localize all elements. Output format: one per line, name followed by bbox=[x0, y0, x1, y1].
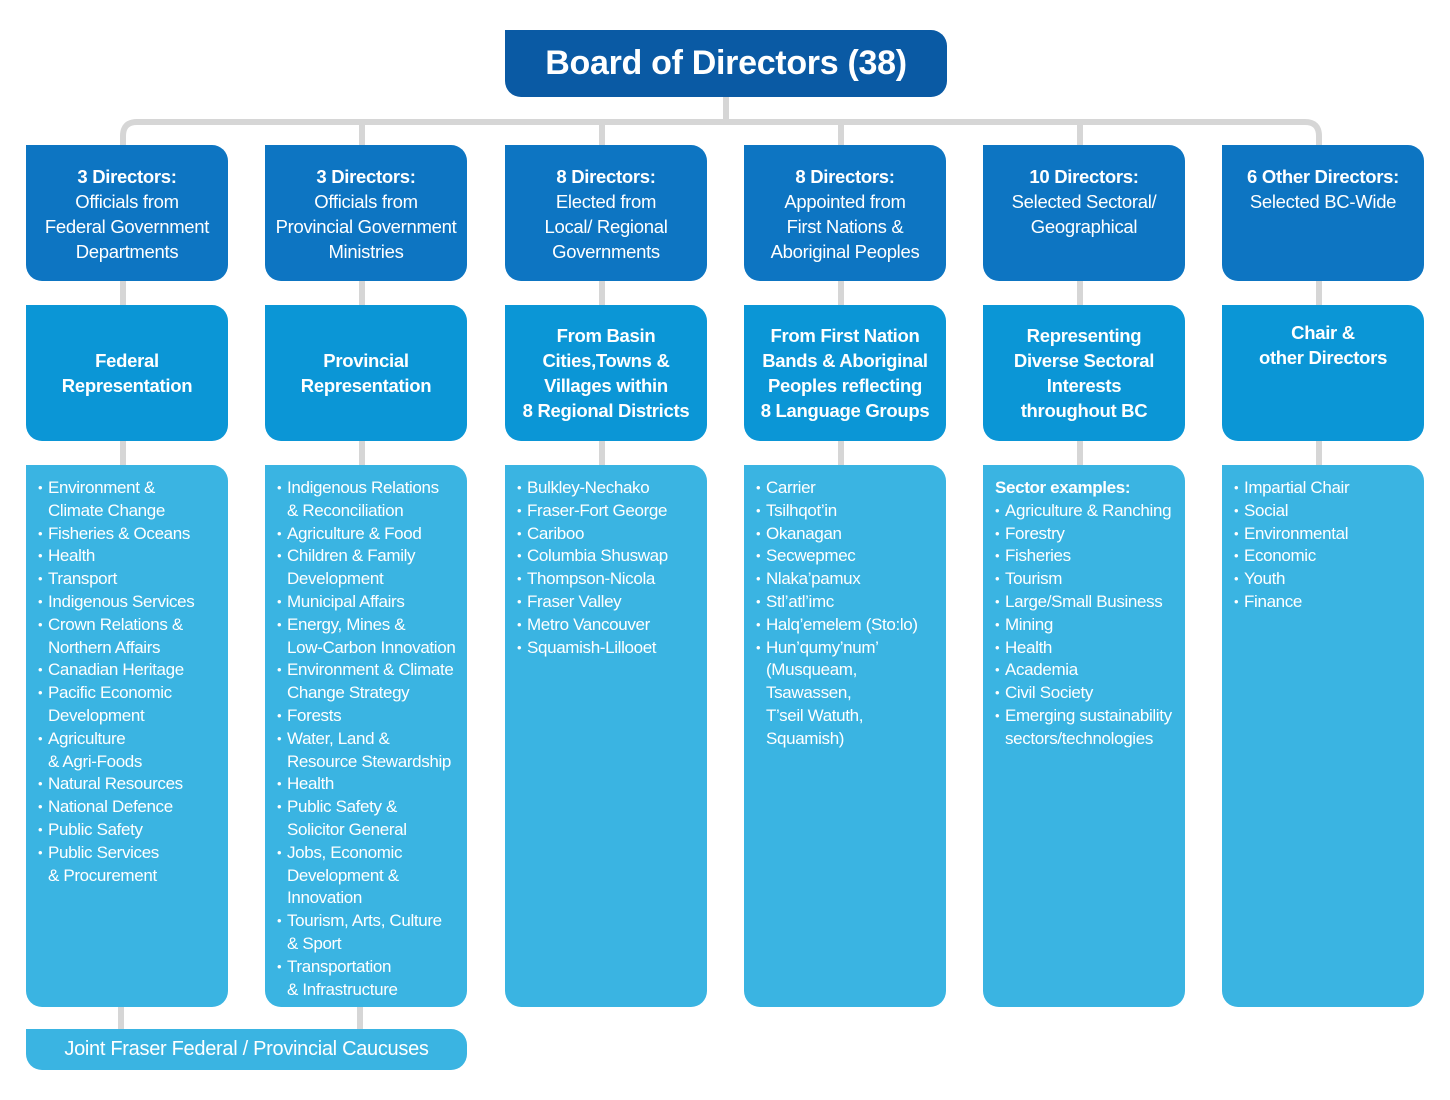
list-item: Nlaka’pamux bbox=[756, 568, 940, 591]
directors-box-1: 3 Directors: Officials from Federal Gover… bbox=[26, 145, 228, 281]
directors-box-3: 8 Directors: Elected from Local/ Regional… bbox=[505, 145, 707, 281]
list-item: Carrier bbox=[756, 477, 940, 500]
list-item: Squamish-Lillooet bbox=[517, 637, 701, 660]
list-item: Canadian Heritage bbox=[38, 659, 222, 682]
list-item: Fraser-Fort George bbox=[517, 500, 701, 523]
directors-heading: 3 Directors: bbox=[316, 166, 416, 187]
members-list: Environment & Climate ChangeFisheries & … bbox=[38, 477, 222, 887]
list-item: Agriculture & Food bbox=[277, 523, 461, 546]
list-item: Tourism, Arts, Culture & Sport bbox=[277, 910, 461, 956]
directors-heading: 6 Other Directors: bbox=[1247, 166, 1399, 187]
members-list: Indigenous Relations & ReconciliationAgr… bbox=[277, 477, 461, 1001]
directors-description: Appointed from First Nations & Aborigina… bbox=[770, 191, 920, 262]
list-item: Fisheries bbox=[995, 545, 1179, 568]
list-item: Emerging sustainability sectors/technolo… bbox=[995, 705, 1179, 751]
directors-box-5: 10 Directors: Selected Sectoral/ Geograph… bbox=[983, 145, 1185, 281]
directors-box-2: 3 Directors: Officials from Provincial Go… bbox=[265, 145, 467, 281]
list-item: Municipal Affairs bbox=[277, 591, 461, 614]
list-item: Tsilhqot’in bbox=[756, 500, 940, 523]
list-item: Large/Small Business bbox=[995, 591, 1179, 614]
list-item: Stl’atl’imc bbox=[756, 591, 940, 614]
list-item: Secwepmec bbox=[756, 545, 940, 568]
list-item: Fisheries & Oceans bbox=[38, 523, 222, 546]
list-item: Health bbox=[277, 773, 461, 796]
directors-heading: 10 Directors: bbox=[1029, 166, 1139, 187]
list-item: Public Services & Procurement bbox=[38, 842, 222, 888]
list-item: Public Safety bbox=[38, 819, 222, 842]
list-item: Transport bbox=[38, 568, 222, 591]
directors-box-4: 8 Directors: Appointed from First Nations… bbox=[744, 145, 946, 281]
list-item: Forests bbox=[277, 705, 461, 728]
list-item: Fraser Valley bbox=[517, 591, 701, 614]
list-item: Children & Family Development bbox=[277, 545, 461, 591]
list-heading: Sector examples: bbox=[995, 478, 1131, 497]
directors-description: Selected BC-Wide bbox=[1249, 191, 1397, 212]
list-item: Forestry bbox=[995, 523, 1179, 546]
joint-caucuses-box: Joint Fraser Federal / Provincial Caucus… bbox=[26, 1029, 467, 1070]
list-item: Indigenous Services bbox=[38, 591, 222, 614]
list-item: Economic bbox=[1234, 545, 1418, 568]
list-item: Cariboo bbox=[517, 523, 701, 546]
bus-connector bbox=[120, 119, 1322, 145]
list-item: Thompson-Nicola bbox=[517, 568, 701, 591]
members-list-box-2: Indigenous Relations & ReconciliationAgr… bbox=[265, 465, 467, 1007]
members-list-box-4: CarrierTsilhqot’inOkanaganSecwepmecNlaka… bbox=[744, 465, 946, 1007]
members-list-box-1: Environment & Climate ChangeFisheries & … bbox=[26, 465, 228, 1007]
members-list: Bulkley-NechakoFraser-Fort GeorgeCariboo… bbox=[517, 477, 701, 659]
list-item: Natural Resources bbox=[38, 773, 222, 796]
list-item: Crown Relations & Northern Affairs bbox=[38, 614, 222, 660]
list-item: Bulkley-Nechako bbox=[517, 477, 701, 500]
directors-heading: 8 Directors: bbox=[795, 166, 895, 187]
members-list: CarrierTsilhqot’inOkanaganSecwepmecNlaka… bbox=[756, 477, 940, 751]
representation-box-4: From First Nation Bands & Aboriginal Peo… bbox=[744, 305, 946, 441]
list-item: Energy, Mines & Low-Carbon Innovation bbox=[277, 614, 461, 660]
list-item: National Defence bbox=[38, 796, 222, 819]
list-item: Agriculture & Agri-Foods bbox=[38, 728, 222, 774]
list-item: Hun’qumy’num’ (Musqueam, Tsawassen, T’se… bbox=[756, 637, 940, 751]
list-item: Okanagan bbox=[756, 523, 940, 546]
list-item: Columbia Shuswap bbox=[517, 545, 701, 568]
list-item: Health bbox=[38, 545, 222, 568]
list-item: Public Safety & Solicitor General bbox=[277, 796, 461, 842]
list-item: Halq’emelem (Sto:lo) bbox=[756, 614, 940, 637]
directors-box-6: 6 Other Directors: Selected BC-Wide bbox=[1222, 145, 1424, 281]
directors-description: Officials from Federal Government Depart… bbox=[44, 191, 210, 262]
list-item: Environment & Climate Change Strategy bbox=[277, 659, 461, 705]
board-title: Board of Directors (38) bbox=[505, 30, 947, 97]
directors-description: Selected Sectoral/ Geographical bbox=[1011, 191, 1157, 237]
members-list-box-6: Impartial ChairSocialEnvironmentalEconom… bbox=[1222, 465, 1424, 1007]
representation-box-5: Representing Diverse Sectoral Interests … bbox=[983, 305, 1185, 441]
list-item: Academia bbox=[995, 659, 1179, 682]
list-item: Transportation & Infrastructure bbox=[277, 956, 461, 1002]
list-item: Agriculture & Ranching bbox=[995, 500, 1179, 523]
representation-box-3: From Basin Cities,Towns & Villages withi… bbox=[505, 305, 707, 441]
representation-box-2: Provincial Representation bbox=[265, 305, 467, 441]
directors-heading: 3 Directors: bbox=[77, 166, 177, 187]
list-item: Water, Land & Resource Stewardship bbox=[277, 728, 461, 774]
list-item: Health bbox=[995, 637, 1179, 660]
representation-box-6: Chair & other Directors bbox=[1222, 305, 1424, 441]
list-item: Environmental bbox=[1234, 523, 1418, 546]
list-item: Pacific Economic Development bbox=[38, 682, 222, 728]
list-item: Civil Society bbox=[995, 682, 1179, 705]
list-item: Environment & Climate Change bbox=[38, 477, 222, 523]
representation-box-1: Federal Representation bbox=[26, 305, 228, 441]
members-list-box-3: Bulkley-NechakoFraser-Fort GeorgeCariboo… bbox=[505, 465, 707, 1007]
list-item: Finance bbox=[1234, 591, 1418, 614]
list-item: Jobs, Economic Development & Innovation bbox=[277, 842, 461, 910]
members-list: Agriculture & RanchingForestryFisheriesT… bbox=[995, 500, 1179, 751]
list-item: Social bbox=[1234, 500, 1418, 523]
list-item: Impartial Chair bbox=[1234, 477, 1418, 500]
list-item: Tourism bbox=[995, 568, 1179, 591]
members-list-box-5: Sector examples: Agriculture & RanchingFo… bbox=[983, 465, 1185, 1007]
list-item: Mining bbox=[995, 614, 1179, 637]
list-item: Metro Vancouver bbox=[517, 614, 701, 637]
list-item: Youth bbox=[1234, 568, 1418, 591]
directors-description: Elected from Local/ Regional Governments bbox=[544, 191, 668, 262]
directors-heading: 8 Directors: bbox=[556, 166, 656, 187]
members-list: Impartial ChairSocialEnvironmentalEconom… bbox=[1234, 477, 1418, 614]
list-item: Indigenous Relations & Reconciliation bbox=[277, 477, 461, 523]
directors-description: Officials from Provincial Government Min… bbox=[275, 191, 457, 262]
